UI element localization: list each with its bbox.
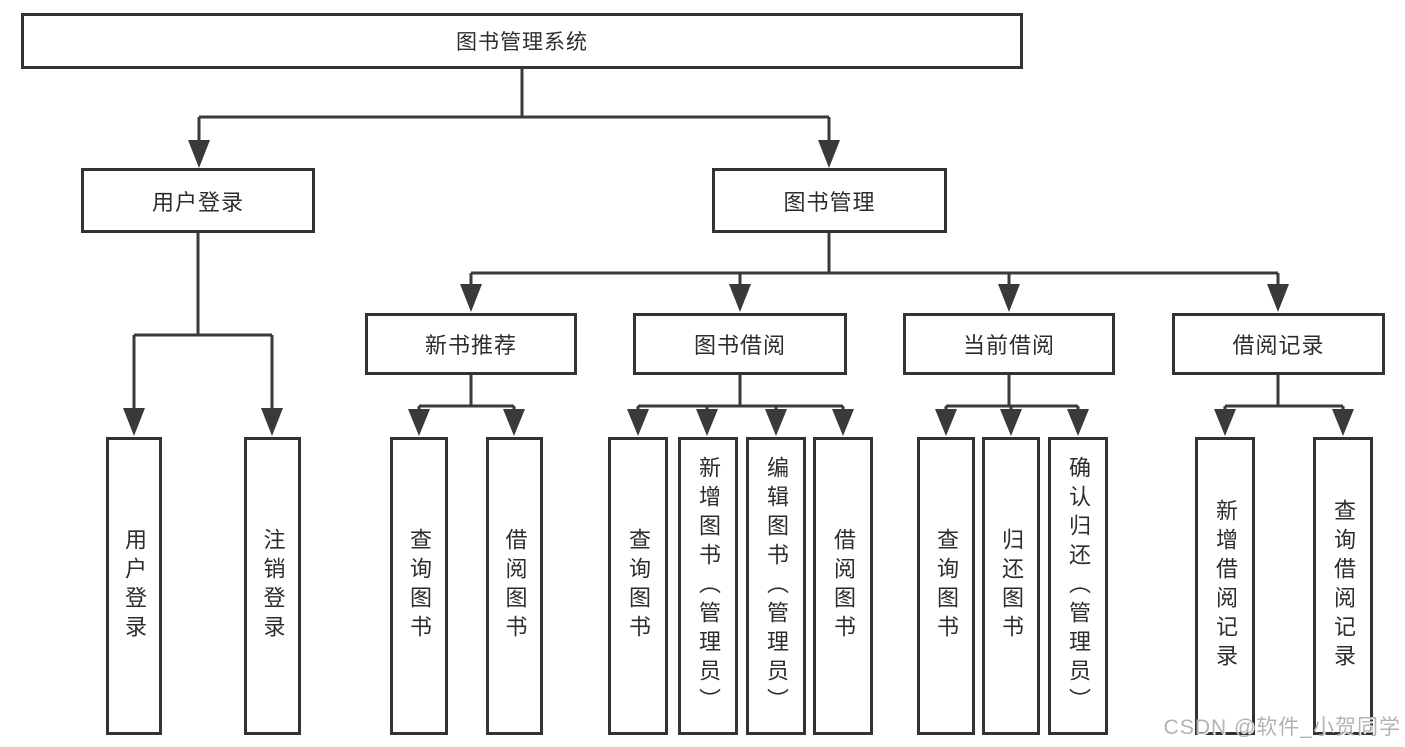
leaf-return-book: 归还图书 [982, 437, 1040, 735]
node-book-borrow: 图书借阅 [633, 313, 847, 375]
leaf-logout: 注销登录 [244, 437, 301, 735]
connector-root-to-level2 [188, 69, 840, 168]
leaf-query-books-borrow: 查询图书 [608, 437, 668, 735]
csdn-watermark: CSDN @软件_小贺同学 [1163, 716, 1401, 739]
leaf-add-book-admin: 新增图书（管理员） [678, 437, 738, 735]
node-user-login: 用户登录 [81, 168, 315, 233]
connector-current-borrow-children [935, 375, 1089, 436]
leaf-query-books-recommend: 查询图书 [390, 437, 448, 735]
leaf-confirm-return-admin: 确认归还（管理员） [1048, 437, 1108, 735]
connector-new-book-recommend-children [408, 375, 525, 436]
node-root: 图书管理系统 [21, 13, 1023, 69]
leaf-borrow-books: 借阅图书 [813, 437, 873, 735]
node-borrow-records: 借阅记录 [1172, 313, 1385, 375]
leaf-add-borrow-record: 新增借阅记录 [1195, 437, 1255, 735]
leaf-query-books-current: 查询图书 [917, 437, 975, 735]
leaf-query-borrow-record: 查询借阅记录 [1313, 437, 1373, 735]
connector-book-management-to-level3 [460, 233, 1289, 312]
leaf-edit-book-admin: 编辑图书（管理员） [746, 437, 806, 735]
node-new-book-recommend: 新书推荐 [365, 313, 577, 375]
connector-book-borrow-children [627, 375, 854, 436]
leaf-user-login: 用户登录 [106, 437, 162, 735]
connector-borrow-records-children [1214, 375, 1354, 436]
leaf-borrow-books-recommend: 借阅图书 [486, 437, 543, 735]
node-book-management: 图书管理 [712, 168, 947, 233]
connector-user-login-children [123, 233, 283, 436]
node-current-borrow: 当前借阅 [903, 313, 1115, 375]
